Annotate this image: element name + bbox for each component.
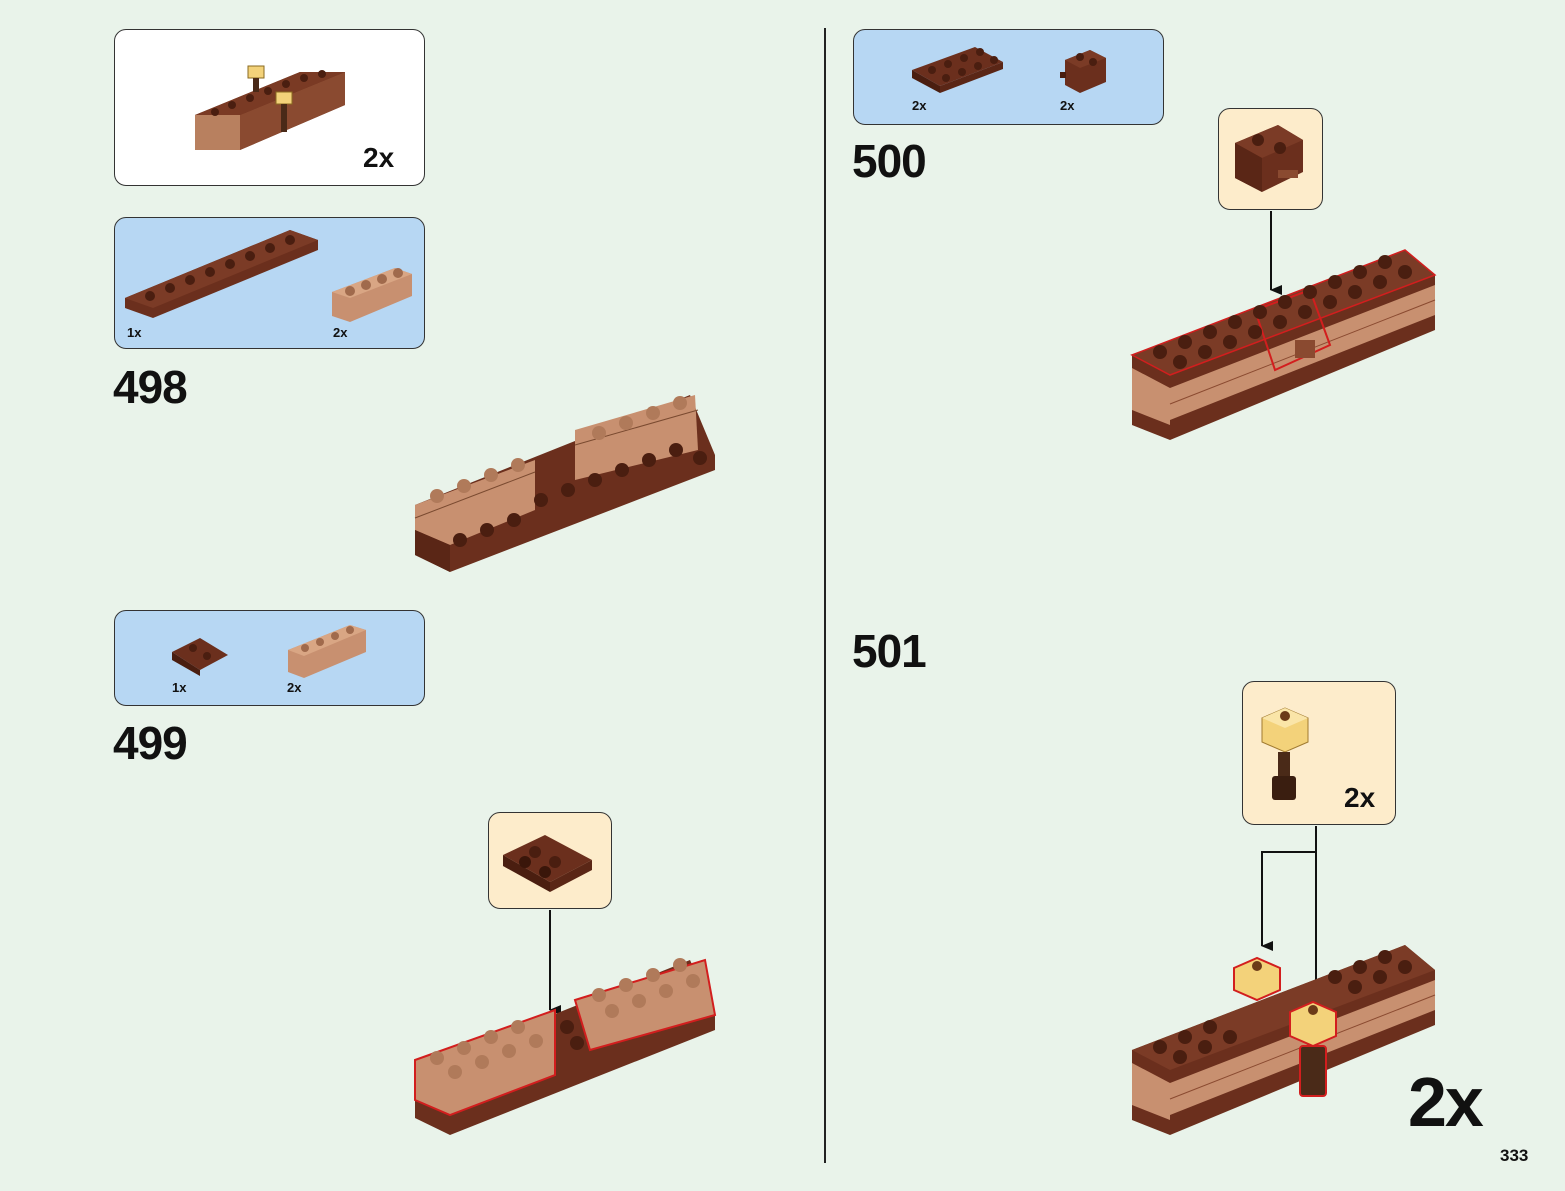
model-499 [414,958,717,1135]
part-brick-1x2-clip [1060,50,1106,93]
part-qty-499-1: 1x [172,680,187,695]
page-number: 333 [1500,1146,1529,1165]
part-qty-498-1: 1x [127,325,142,340]
step-number-499: 499 [113,717,188,769]
step-number-498: 498 [113,361,188,413]
part-plate-1x10 [125,230,318,318]
page-divider [824,28,826,1163]
part-qty-498-2: 2x [333,325,348,340]
part-plate-2x4 [912,47,1003,93]
part-plate-2x2 [172,638,228,676]
part-qty-500-1: 2x [912,98,927,113]
callout-lamp-assembly [1261,707,1309,800]
sub-assembly-multiplier: 2x [363,142,395,173]
model-498 [414,395,715,572]
callout-multiplier-501: 2x [1344,782,1376,813]
callout-brick-1x2-clip [1235,125,1303,192]
callout-panel-501 [1242,681,1396,825]
arrow-501-left [1261,826,1317,951]
callout-plate-2x2 [503,835,592,892]
part-tan-brick-1x4-b [288,625,366,678]
model-500 [1130,249,1437,440]
build-multiplier-501: 2x [1408,1063,1484,1141]
sub-assembly-model [195,65,345,150]
parts-panel-499 [114,610,425,706]
parts-panel-500 [853,29,1164,125]
step-number-500: 500 [852,135,927,187]
model-501 [1132,945,1436,1135]
part-tan-brick-1x4 [332,268,412,322]
part-qty-500-2: 2x [1060,98,1075,113]
step-number-501: 501 [852,625,927,677]
part-qty-499-2: 2x [287,680,302,695]
